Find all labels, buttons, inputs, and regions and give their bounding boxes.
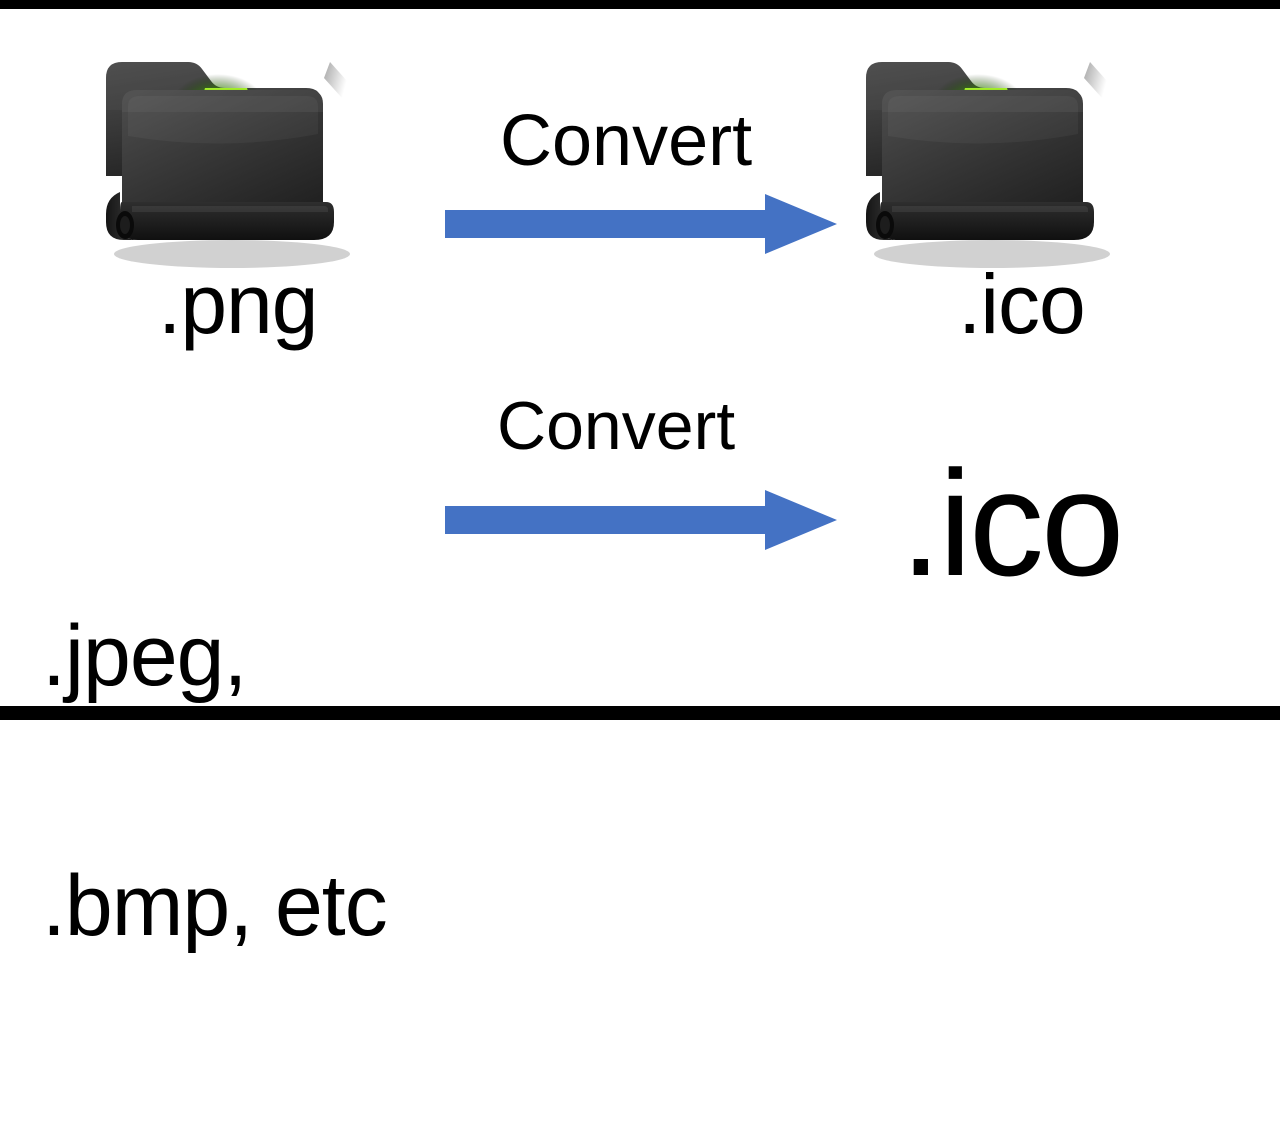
target-label-ico: .ico bbox=[958, 257, 1086, 351]
convert-label-bottom: Convert bbox=[497, 388, 736, 464]
source-label-png: .png bbox=[158, 257, 318, 351]
right-arrow-icon-top bbox=[443, 192, 839, 256]
convert-label-top: Convert bbox=[500, 101, 753, 181]
source-label-other-formats: .jpeg, .bmp, etc bbox=[42, 448, 388, 1115]
letterbox-bar-bottom bbox=[0, 706, 1280, 720]
letterbox-bar-top bbox=[0, 0, 1280, 9]
target-label-ico-large: .ico bbox=[900, 439, 1124, 607]
download-folder-icon-png bbox=[92, 26, 352, 276]
source-label-line-1: .jpeg, bbox=[42, 607, 247, 704]
download-folder-icon-ico bbox=[852, 26, 1112, 276]
source-label-line-2: .bmp, etc bbox=[42, 858, 388, 955]
slide-canvas: .png Convert bbox=[0, 0, 1280, 949]
right-arrow-icon-bottom bbox=[443, 488, 839, 552]
